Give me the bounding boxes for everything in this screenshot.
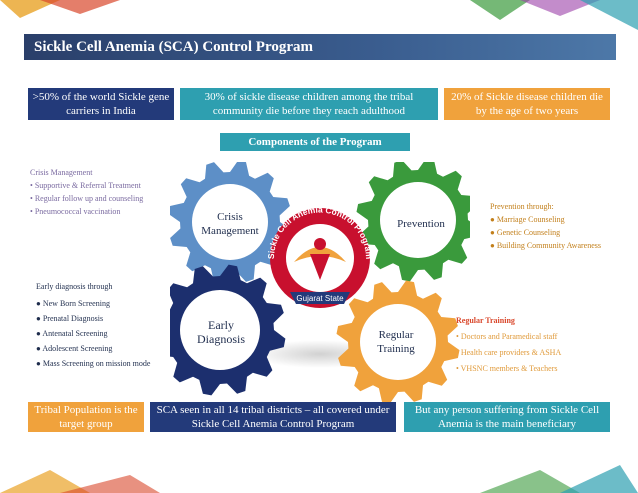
decorative-corner-top: [0, 0, 638, 30]
prevention-heading: Prevention through:: [490, 202, 554, 211]
prevention-item: ● Marriage Counseling: [490, 215, 565, 224]
logo-ribbon: [290, 292, 350, 304]
page-title: Sickle Cell Anemia (SCA) Control Program: [24, 34, 616, 60]
regular-item: • Doctors and Paramedical staff: [456, 332, 558, 341]
logo-body-icon: [310, 254, 330, 280]
prevention-item: ● Genetic Counseling: [490, 228, 561, 237]
g-early-hub: [180, 290, 260, 370]
early-text-block: Early diagnosis through ● New Born Scree…: [36, 280, 176, 370]
gear-label-prevention: Prevention: [397, 218, 445, 230]
prevention-text-block: Prevention through: ● Marriage Counselin…: [490, 200, 610, 252]
prevention-item: ● Building Community Awareness: [490, 241, 601, 250]
stat-box-1: >50% of the world Sickle gene carriers i…: [28, 88, 174, 120]
program-logo: Sickle Cell Anemia Control Program Gujar…: [266, 205, 374, 308]
early-item: ● Antenatal Screening: [36, 329, 108, 338]
logo-ribbon-text: Gujarat State: [296, 294, 344, 303]
prevention-gear: [356, 162, 470, 282]
regular-heading: Regular Training: [456, 316, 515, 325]
crisis-item: • Regular follow up and counseling: [30, 194, 144, 203]
g-reg-hub: [360, 304, 436, 380]
g-crisis-hub: [192, 184, 268, 260]
decorative-corner-bottom: [0, 465, 638, 493]
bottom-box-3: But any person suffering from Sickle Cel…: [404, 402, 610, 432]
gear-label-crisis: Crisis Management: [201, 211, 259, 237]
early-heading: Early diagnosis through: [36, 282, 113, 291]
regular-text-block: Regular Training • Doctors and Paramedic…: [456, 314, 606, 375]
regular-gear: [336, 280, 460, 402]
g-prev-hub: [380, 182, 456, 258]
early-item: ● Mass Screening on mission mode: [36, 359, 151, 368]
bottom-box-2: SCA seen in all 14 tribal districts – al…: [150, 402, 396, 432]
gears-diagram: Sickle Cell Anemia Control Program Gujar…: [170, 162, 470, 402]
logo-head-icon: [314, 238, 326, 250]
components-label: Components of the Program: [220, 133, 410, 151]
regular-item: • VHSNC members & Teachers: [456, 364, 558, 373]
early-gear: [170, 264, 286, 396]
early-item: ● Prenatal Diagnosis: [36, 314, 104, 323]
regular-item: • Health care providers & ASHA: [456, 348, 562, 357]
stat-box-2: 30% of sickle disease children among the…: [180, 88, 438, 120]
crisis-gear: [170, 162, 292, 284]
bottom-box-1: Tribal Population is the target group: [28, 402, 144, 432]
gear-label-early: Early Diagnosis: [197, 318, 245, 346]
crisis-item: • Supportive & Referral Treatment: [30, 181, 141, 190]
crisis-item: • Pneumococcal vaccination: [30, 207, 121, 216]
crisis-text-block: Crisis Management • Supportive & Referra…: [30, 166, 180, 218]
stat-box-3: 20% of Sickle disease children die by th…: [444, 88, 610, 120]
gear-label-regular: Regular Training: [377, 329, 415, 355]
early-item: ● New Born Screening: [36, 299, 110, 308]
crisis-heading: Crisis Management: [30, 168, 93, 177]
early-item: ● Adolescent Screening: [36, 344, 113, 353]
